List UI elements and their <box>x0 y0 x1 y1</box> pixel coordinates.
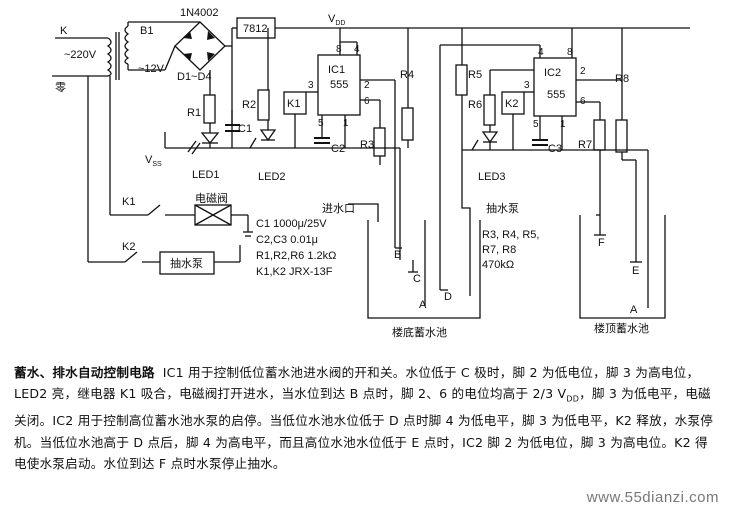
ic1-pin2: 2 <box>364 80 370 91</box>
secondary-voltage-label: ~12V <box>138 63 165 75</box>
transformer-label: B1 <box>140 25 153 37</box>
circuit-schematic: K ~220V 零 B1 ~12V 1N4002 D1~D4 7812 VDD <box>52 7 690 339</box>
c1-label: C1 <box>238 123 252 135</box>
ic2-label: IC2 <box>544 67 561 79</box>
electrode-a-label: A <box>419 299 427 311</box>
high-tank: F E A 楼顶蓄水池 <box>579 149 666 335</box>
ac-voltage-label: ~220V <box>64 49 97 61</box>
r1-label: R1 <box>187 107 201 119</box>
ic1-pin1: 1 <box>343 118 349 129</box>
ground-rail: VSS <box>145 132 400 168</box>
electrode-f-label: F <box>598 237 605 249</box>
low-tank: 进水口 抽水泵 B C A D 楼底蓄水池 <box>322 190 519 339</box>
r5-label: R5 <box>468 69 482 81</box>
parts-c1: C1 1000μ/25V <box>256 218 327 230</box>
ic1-pin5: 5 <box>318 118 324 129</box>
led2-label: LED2 <box>258 171 286 183</box>
ac-input: K ~220V 零 <box>52 25 108 94</box>
ic2-pin4: 4 <box>538 47 544 58</box>
high-tank-label: 楼顶蓄水池 <box>594 321 649 335</box>
k2-coil-label: K2 <box>505 98 518 110</box>
ic1-pin6: 6 <box>364 96 370 107</box>
parts-r4: 470kΩ <box>482 259 514 271</box>
led1-label: LED1 <box>192 169 220 181</box>
ic1-part-label: 555 <box>330 79 348 91</box>
led3-label: LED3 <box>478 171 506 183</box>
parts-r3: R7, R8 <box>482 244 516 256</box>
solenoid-label: 电磁阀 <box>195 191 228 205</box>
parts-k: K1,K2 JRX-13F <box>256 266 333 278</box>
ic2-pin8: 8 <box>567 47 573 58</box>
k1-coil-label: K1 <box>287 98 300 110</box>
caption-title: 蓄水、排水自动控制电路 <box>14 365 155 380</box>
parts-list: C1 1000μ/25V C2,C3 0.01μ R1,R2,R6 1.2kΩ … <box>256 218 539 278</box>
ic2-pin3: 3 <box>524 80 530 91</box>
electrode-d-label: D <box>444 291 452 303</box>
c3-label: C3 <box>548 143 562 155</box>
r3-label: R3 <box>360 139 374 151</box>
bridge-label: D1~D4 <box>177 71 212 83</box>
ic2-pin1: 1 <box>560 119 566 130</box>
bridge-rectifier: 1N4002 D1~D4 <box>164 7 233 148</box>
ic2-pin2: 2 <box>580 66 586 77</box>
r8-label: R8 <box>615 73 629 85</box>
inlet-label: 进水口 <box>322 202 355 215</box>
k1-switch-label: K1 <box>122 196 135 208</box>
ic2-pin5: 5 <box>533 119 539 130</box>
caption-sub: DD <box>566 394 580 404</box>
parts-r: R1,R2,R6 1.2kΩ <box>256 250 336 262</box>
ic1-pin3: 3 <box>308 80 314 91</box>
electrode-e-label: E <box>632 265 639 277</box>
pump-label: 抽水泵 <box>486 201 519 215</box>
pump-box-label: 抽水泵 <box>170 256 203 270</box>
ic2-part-label: 555 <box>547 89 565 101</box>
regulator-label: 7812 <box>243 23 267 35</box>
ic1-pin8: 8 <box>336 44 342 55</box>
electrode-c-label: C <box>413 273 421 285</box>
vdd-label: VDD <box>328 13 345 27</box>
regulator-7812: 7812 VDD <box>232 13 690 39</box>
caption-body2: ，脚 3 为低电平，电磁关闭。IC2 用于控制高位蓄水池水泵的启停。当低位水池水… <box>14 386 714 472</box>
electrode-a2-label: A <box>630 304 638 316</box>
led1-branch: R1 LED1 C1 <box>187 70 252 181</box>
ic1-label: IC1 <box>328 64 345 76</box>
caption-body: IC1 用于控制低位蓄水池进水阀的开和关。水位低于 C 极时，脚 2 为低电位，… <box>14 365 700 402</box>
actuators: K1 电磁阀 K2 抽水泵 <box>87 76 253 275</box>
ic1-block: R2 LED2 K1 IC1 555 8 4 3 2 6 5 1 C2 R3 <box>242 28 414 260</box>
r4-label: R4 <box>400 69 414 81</box>
low-tank-label: 楼底蓄水池 <box>392 325 447 339</box>
electrode-b-label: B <box>394 249 401 261</box>
r2-label: R2 <box>242 99 256 111</box>
r6-label: R6 <box>468 99 482 111</box>
watermark: www.55dianzi.com <box>586 489 719 506</box>
r7-label: R7 <box>578 139 592 151</box>
ic2-block: R5 R6 LED3 K2 IC2 555 4 8 2 3 6 5 1 C3 <box>439 28 629 290</box>
parts-r2: R3, R4, R5, <box>482 229 539 241</box>
ac-live-label: K <box>60 25 68 37</box>
k2-switch-label: K2 <box>122 241 135 253</box>
diode-part-label: 1N4002 <box>180 7 219 19</box>
parts-c23: C2,C3 0.01μ <box>256 234 318 246</box>
c2-label: C2 <box>331 143 345 155</box>
ac-neutral-label: 零 <box>55 81 66 94</box>
vss-label: VSS <box>145 154 162 168</box>
transformer-b1: B1 ~12V <box>106 21 200 80</box>
